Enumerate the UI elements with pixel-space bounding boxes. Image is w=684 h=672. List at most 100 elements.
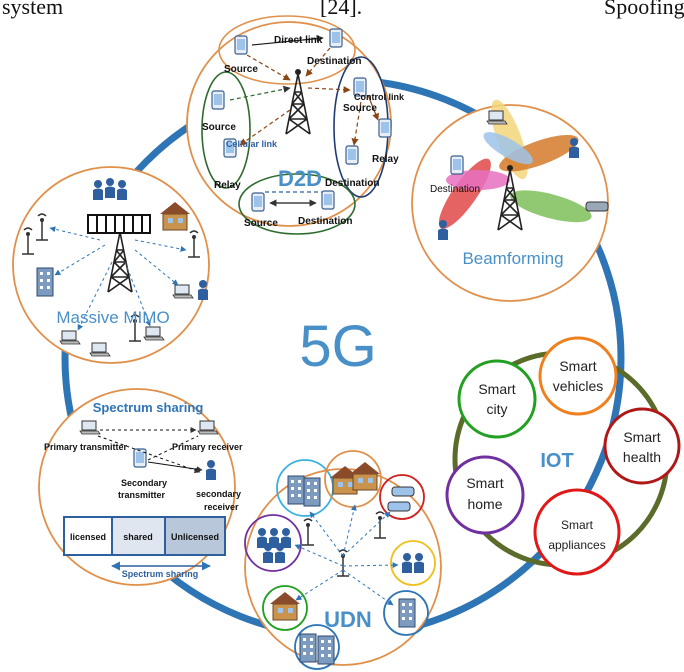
udn-person-icon [263,543,273,563]
beam-lobe [446,170,510,190]
spectrum-title: Spectrum sharing [93,400,204,415]
d2d-link-arrow [239,109,291,146]
d2d-phone-icon [321,190,335,210]
d2d-link-arrow [305,47,331,77]
d2d-title: D2D [278,166,322,191]
d2d-direct-link-label: Direct link [274,35,323,46]
mimo-antenna-array-icon [87,214,151,234]
spectrum-phone-icon [133,448,147,468]
spectrum-secondary-transmitter-label: Secondary [121,478,167,488]
iot-smart-health [603,407,681,485]
d2d-direct-link-arrow [251,35,324,46]
iot-cluster: IOT Smart city Smart vehicles Smart heal… [445,336,681,576]
d2d-phone-icon [378,118,392,138]
iot-smart-vehicles [538,336,618,416]
spectrum-primary-transmitter-label: Primary transmitter [44,442,128,452]
iot-smart-health-label: Smart [623,429,660,445]
spectrum-band-unlicensed [164,516,226,556]
udn-building-icon [303,477,321,507]
mimo-circle: Massive MIMO [12,166,210,364]
beam-destination-label: Destination [430,184,480,195]
d2d-link-arrow [246,54,291,81]
iot-smart-appliances-label: appliances [548,538,605,552]
d2d-control-link-label: Control link [354,92,405,102]
iot-smart-health-label: health [623,449,661,465]
iot-smart-city-label: city [487,401,508,417]
iot-title: IOT [540,450,573,472]
mimo-beam-line [49,226,101,241]
d2d-phone-icon [234,35,248,55]
iot-smart-city-label: Smart [478,381,515,397]
udn-cell-circle [244,514,302,572]
d2d-link-arrow [229,85,291,101]
d2d-link-arrow [307,86,351,94]
iot-smart-home-label: home [467,496,502,512]
d2d-phone-icon [329,28,343,48]
udn-cell-circle [383,590,429,636]
d2d-source-label: Source [343,103,377,114]
mimo-person-icon [93,180,103,200]
header-fragment-right: Spoofing [604,0,684,19]
udn-link-line [342,569,394,606]
beamforming-title: Beamforming [462,249,563,268]
iot-smart-home [445,455,525,535]
mimo-person-icon [105,178,115,198]
udn-vehicle-icon [391,486,415,497]
udn-building-icon [317,635,335,665]
mimo-building-icon [36,267,54,297]
center-5g-label: 5G [299,314,376,379]
d2d-relay-label: Relay [372,154,399,165]
spectrum-link-arrow [147,461,203,473]
mimo-person-icon [117,180,127,200]
d2d-phone-icon [251,192,265,212]
iot-smart-home-label: Smart [466,475,503,491]
beam-lobe [483,132,533,165]
beam-vehicle-icon [585,201,609,212]
d2d-source-label: Source [244,218,278,229]
iot-smart-vehicles-label: vehicles [553,378,604,394]
d2d-source-label: Source [224,64,258,75]
udn-building-icon [398,598,416,628]
d2d-direct-link-group [218,15,356,85]
udn-link-line [342,511,391,557]
header-fragment-middle: [24]. [320,0,363,19]
iot-smart-appliances-label: Smart [561,518,594,532]
beam-phone-icon [450,155,464,175]
d2d-relay-label: Relay [214,180,241,191]
mimo-beam-line [54,244,106,276]
d2d-circle: Direct link Source Destination Control l… [186,15,405,235]
spectrum-secondary-receiver-label: secondary [196,489,241,499]
spectrum-person-icon [206,460,216,480]
d2d-link-arrow [351,94,363,146]
udn-person-icon [414,553,424,573]
spectrum-secondary-receiver-label: receiver [204,502,239,512]
spectrum-band-licensed [63,516,113,556]
beam-person-icon [569,138,579,158]
d2d-destination-label: Destination [325,178,379,189]
spectrum-band-label: shared [123,532,153,542]
spectrum-primary-receiver-label: Primary receiver [172,442,243,452]
mimo-beam-line [77,261,113,331]
udn-title: UDN [324,607,372,632]
udn-house-icon [349,461,381,491]
d2d-destination-label: Destination [298,216,352,227]
d2d-cellular-link-label: Cellular link [226,139,278,149]
d2d-source-label: Source [202,122,236,133]
spectrum-sharing-arrow-label: Spectrum sharing [122,569,199,579]
beam-person-icon [438,220,448,240]
udn-person-icon [275,543,285,563]
d2d-phone-icon [345,145,359,165]
header-fragment-left: system [2,0,64,19]
iot-smart-city [457,359,537,439]
spectrum-circle: Spectrum sharing Primary transmitter Pri… [38,388,243,586]
iot-smart-vehicles-label: Smart [559,358,596,374]
mimo-person-icon [198,280,208,300]
udn-building-icon [287,475,305,505]
mimo-title: Massive MIMO [56,308,169,327]
udn-circle: UDN [244,450,442,670]
udn-cell-circle [262,585,308,631]
spectrum-link-arrow [97,435,201,474]
beam-lobe [510,190,592,223]
spectrum-secondary-transmitter-label: transmitter [118,490,166,500]
udn-person-icon [402,553,412,573]
